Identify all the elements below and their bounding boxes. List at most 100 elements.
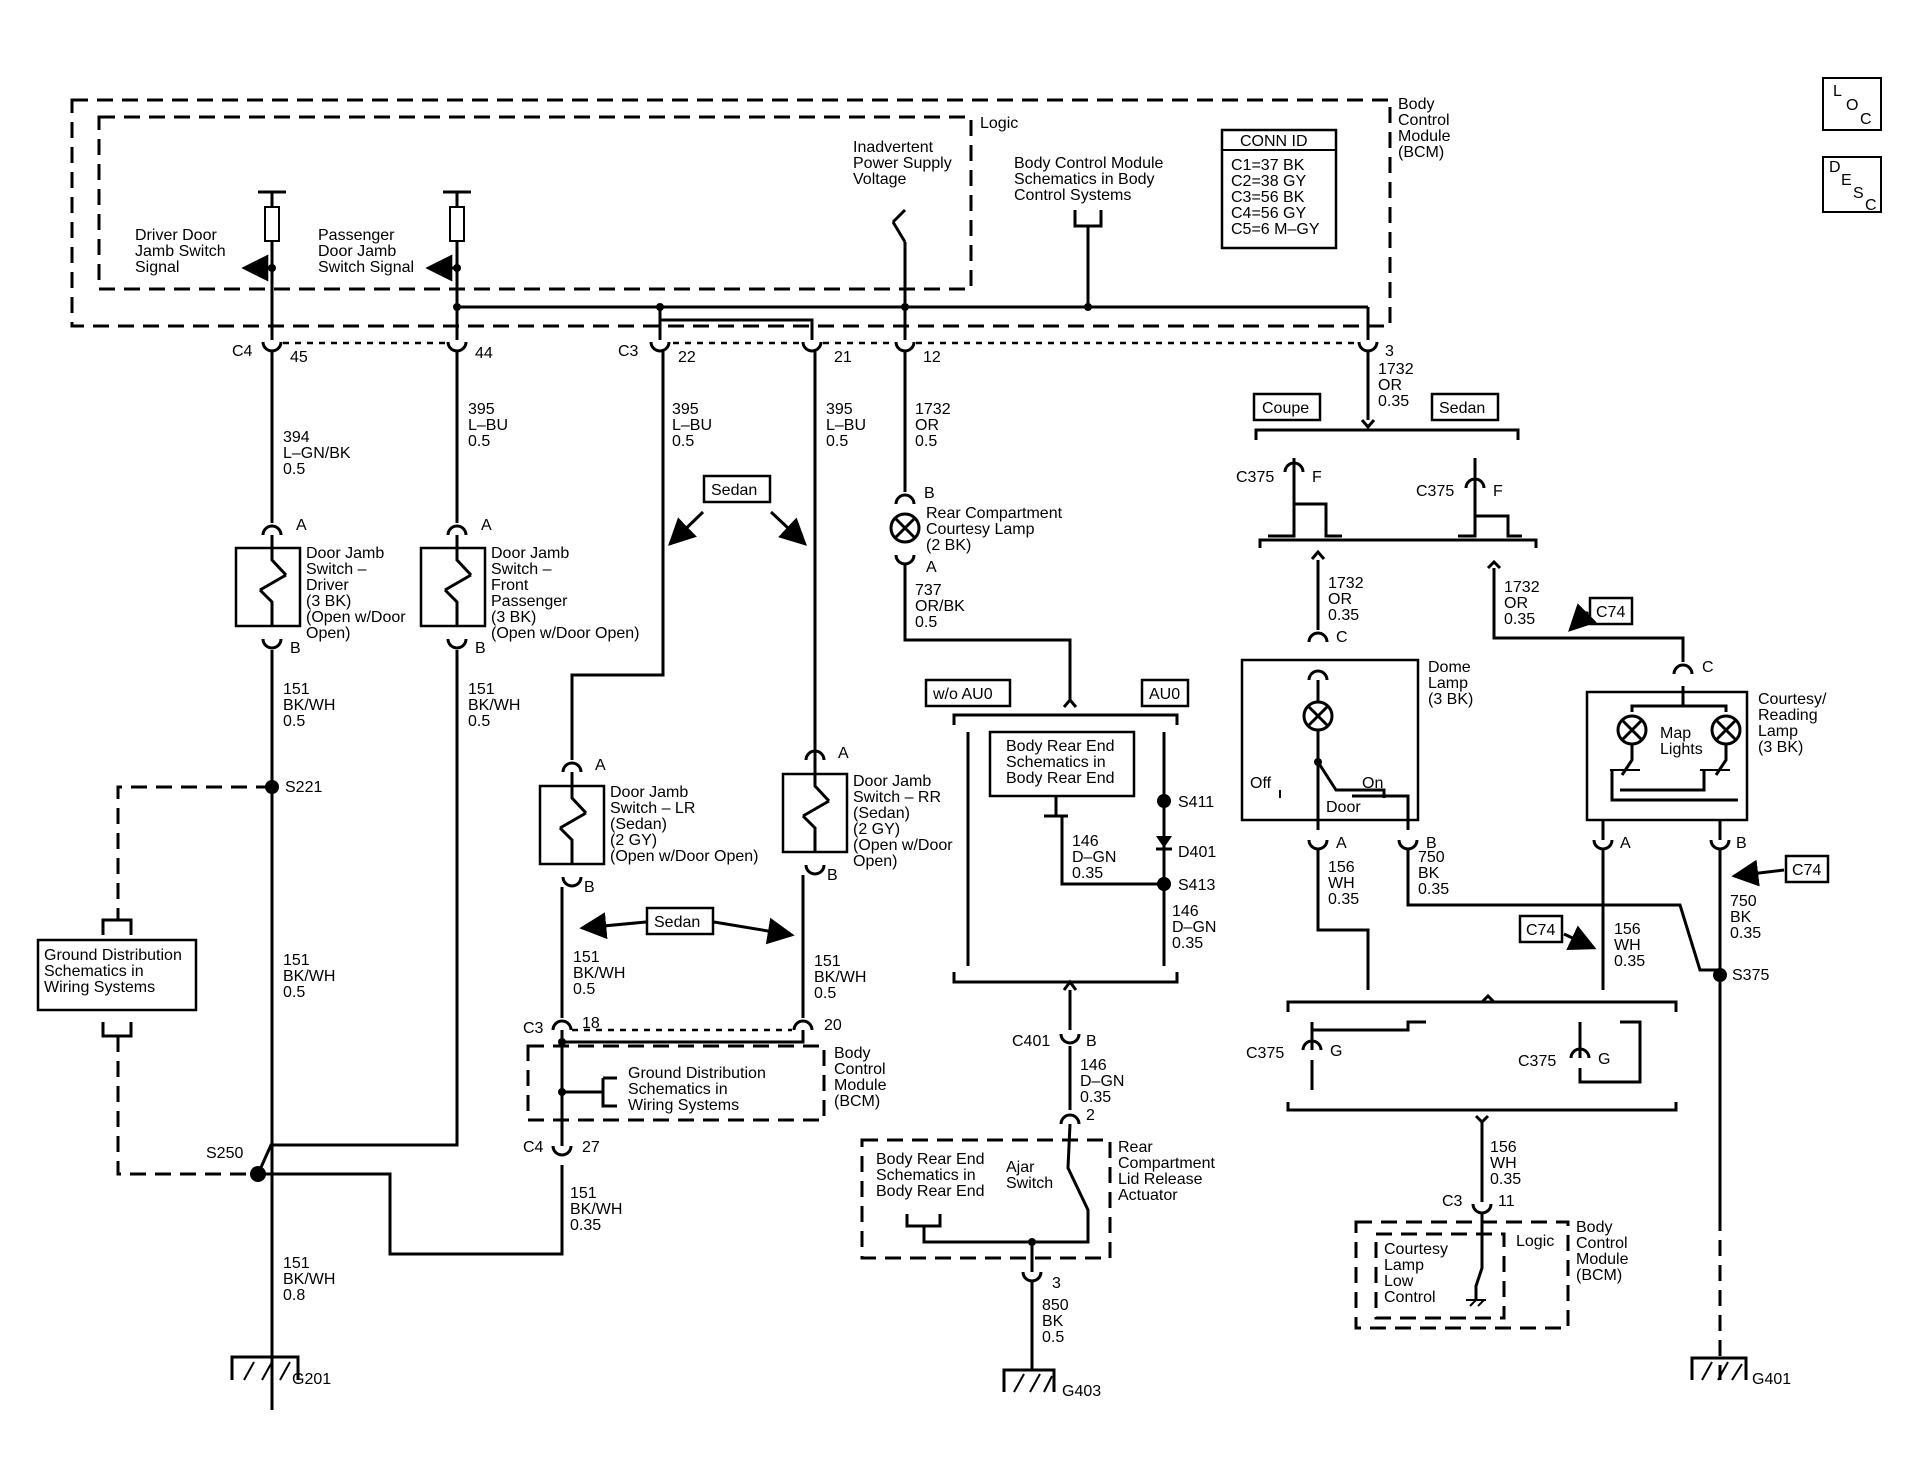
pin-27: 27 bbox=[582, 1139, 600, 1156]
loc-button[interactable]: L O C bbox=[1822, 77, 1882, 131]
svg-text:C: C bbox=[1860, 111, 1872, 128]
svg-text:A: A bbox=[1336, 835, 1347, 852]
splice-s375: S375 bbox=[1732, 967, 1769, 984]
option-c74-b: C74 bbox=[1792, 862, 1821, 879]
ground-g403: G403 bbox=[1002, 1368, 1101, 1400]
connector-c3-lower: C3 bbox=[523, 1020, 544, 1037]
pin-21: 21 bbox=[834, 349, 852, 366]
svg-text:G: G bbox=[1598, 1051, 1610, 1068]
bcm-connector-pins: C4 C3 45 44 22 21 12 3 bbox=[232, 341, 1394, 366]
connector-c375-f2: C375 bbox=[1416, 483, 1454, 500]
rear-courtesy-lamp bbox=[889, 512, 921, 544]
svg-text:G403: G403 bbox=[1062, 1383, 1101, 1400]
connector-c375-g2: C375 bbox=[1518, 1053, 1556, 1070]
pin-18: 18 bbox=[582, 1015, 600, 1032]
connector-c375-f1: C375 bbox=[1236, 469, 1274, 486]
diode-d401: D401 bbox=[1178, 844, 1216, 861]
conn-id-row: C5=6 M–GY bbox=[1231, 221, 1320, 238]
pin-b: B bbox=[290, 640, 301, 657]
pin-11: 11 bbox=[1498, 1193, 1515, 1210]
option-c74-a: C74 bbox=[1596, 604, 1625, 621]
svg-text:G201: G201 bbox=[292, 1371, 331, 1388]
svg-text:B: B bbox=[1426, 835, 1437, 852]
rr-door-switch bbox=[781, 772, 849, 854]
option-sedan-2: Sedan bbox=[654, 914, 700, 931]
splice-s413: S413 bbox=[1178, 877, 1215, 894]
dome-door-label: Door bbox=[1326, 799, 1361, 816]
pin-3: 3 bbox=[1385, 343, 1394, 360]
connector-c375-g1: C375 bbox=[1246, 1045, 1284, 1062]
ground-g201: G201 bbox=[230, 1355, 331, 1388]
connector-c3-bottom: C3 bbox=[1442, 1193, 1463, 1210]
conn-id-title: CONN ID bbox=[1240, 133, 1308, 150]
svg-text:B: B bbox=[584, 879, 595, 896]
dome-lamp: Off On Door bbox=[1240, 658, 1420, 830]
pin-a: A bbox=[296, 517, 307, 534]
connector-c401: C401 bbox=[1012, 1033, 1050, 1050]
svg-text:G: G bbox=[1330, 1043, 1342, 1060]
lr-door-switch bbox=[538, 784, 606, 866]
svg-text:A: A bbox=[481, 517, 492, 534]
ground-g401: G401 bbox=[1690, 1356, 1791, 1388]
svg-text:C: C bbox=[1702, 659, 1714, 676]
svg-text:C: C bbox=[1336, 629, 1348, 646]
pin-44: 44 bbox=[475, 345, 493, 362]
connector-c4-lower: C4 bbox=[523, 1139, 544, 1156]
svg-text:B: B bbox=[924, 485, 935, 502]
svg-text:B: B bbox=[827, 867, 838, 884]
option-wo-au0: w/o AU0 bbox=[932, 686, 993, 703]
conn-id-row: C3=56 BK bbox=[1231, 189, 1305, 206]
pin-20: 20 bbox=[824, 1017, 842, 1034]
svg-text:2: 2 bbox=[1086, 1107, 1095, 1124]
dome-off-label: Off bbox=[1250, 775, 1272, 792]
svg-text:A: A bbox=[1620, 835, 1631, 852]
pin-12: 12 bbox=[923, 349, 941, 366]
svg-text:A: A bbox=[838, 745, 849, 762]
conn-id-row: C1=37 BK bbox=[1231, 157, 1305, 174]
svg-text:F: F bbox=[1312, 469, 1322, 486]
bcm-bottom-logic-label: Logic bbox=[1516, 1233, 1554, 1250]
svg-text:S: S bbox=[1853, 185, 1864, 202]
svg-text:3: 3 bbox=[1052, 1275, 1061, 1292]
svg-text:L: L bbox=[1833, 83, 1842, 100]
svg-text:D: D bbox=[1829, 159, 1841, 176]
desc-button[interactable]: D E S C bbox=[1822, 156, 1882, 214]
option-sedan-3: Sedan bbox=[1439, 400, 1485, 417]
splice-s221: S221 bbox=[285, 779, 322, 796]
svg-text:F: F bbox=[1493, 483, 1503, 500]
